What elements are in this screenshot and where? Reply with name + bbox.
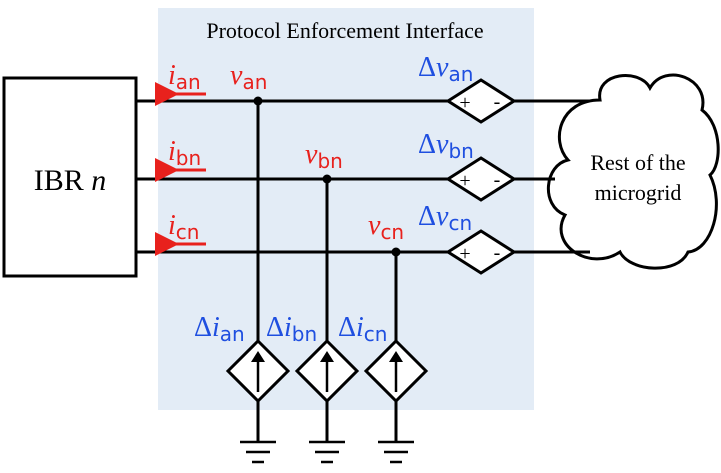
label-dv-cn: Δvcn <box>418 201 472 235</box>
voltage-source-c: + - <box>445 229 517 275</box>
label-di-bn: Δibn <box>266 312 317 346</box>
svg-text:-: - <box>494 242 501 264</box>
svg-text:+: + <box>459 92 470 114</box>
voltage-source-b: + - <box>445 156 517 202</box>
label-v-an: van <box>230 60 267 94</box>
svg-text:+: + <box>459 243 470 265</box>
interface-title: Protocol Enforcement Interface <box>206 18 483 43</box>
microgrid-cloud <box>547 73 720 270</box>
label-i-bn: ibn <box>168 136 201 170</box>
label-i-an: ian <box>168 60 201 94</box>
node-b <box>322 174 332 184</box>
ibr-label: IBR n <box>34 164 107 197</box>
current-source-c <box>363 338 429 404</box>
label-dv-bn: Δvbn <box>418 129 474 163</box>
label-di-an: Δian <box>194 312 245 346</box>
rest-label-line1: Rest of the <box>590 150 685 175</box>
ground-a <box>240 440 276 464</box>
svg-text:+: + <box>459 170 470 192</box>
svg-text:-: - <box>494 91 501 113</box>
svg-text:-: - <box>494 169 501 191</box>
label-v-cn: vcn <box>368 210 404 244</box>
ground-b <box>309 440 345 464</box>
label-v-bn: vbn <box>305 139 343 173</box>
ground-c <box>378 440 414 464</box>
node-a <box>253 96 263 106</box>
current-source-b <box>294 338 360 404</box>
label-dv-an: Δvan <box>418 52 473 86</box>
ibr-box <box>2 76 138 278</box>
interface-panel <box>158 8 534 410</box>
label-di-cn: Δicn <box>338 312 387 346</box>
current-source-a <box>225 338 291 404</box>
rest-label-line2: microgrid <box>595 180 682 205</box>
label-i-cn: icn <box>168 210 199 244</box>
node-c <box>391 247 401 257</box>
voltage-source-a: + - <box>445 78 517 124</box>
